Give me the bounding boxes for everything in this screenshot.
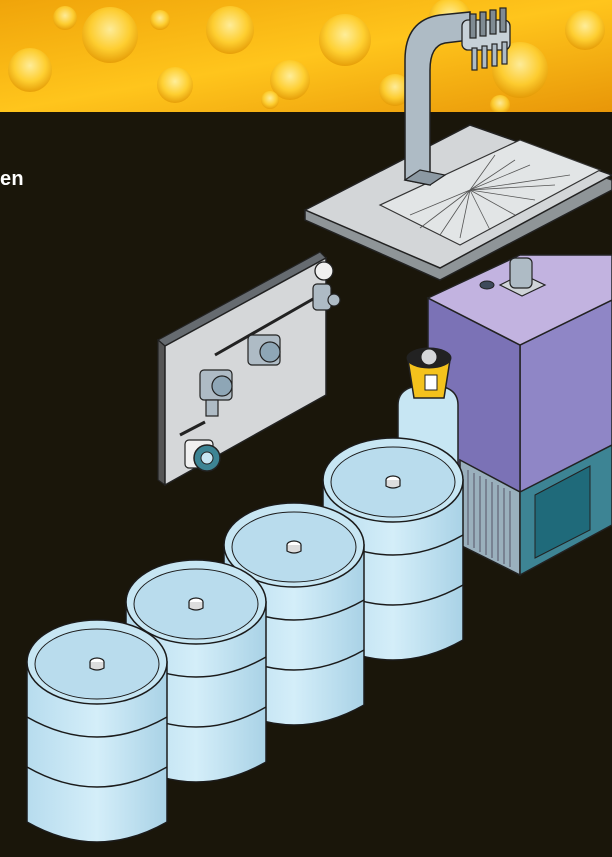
keg [27, 620, 167, 842]
pressure-regulator-panel [158, 252, 340, 485]
